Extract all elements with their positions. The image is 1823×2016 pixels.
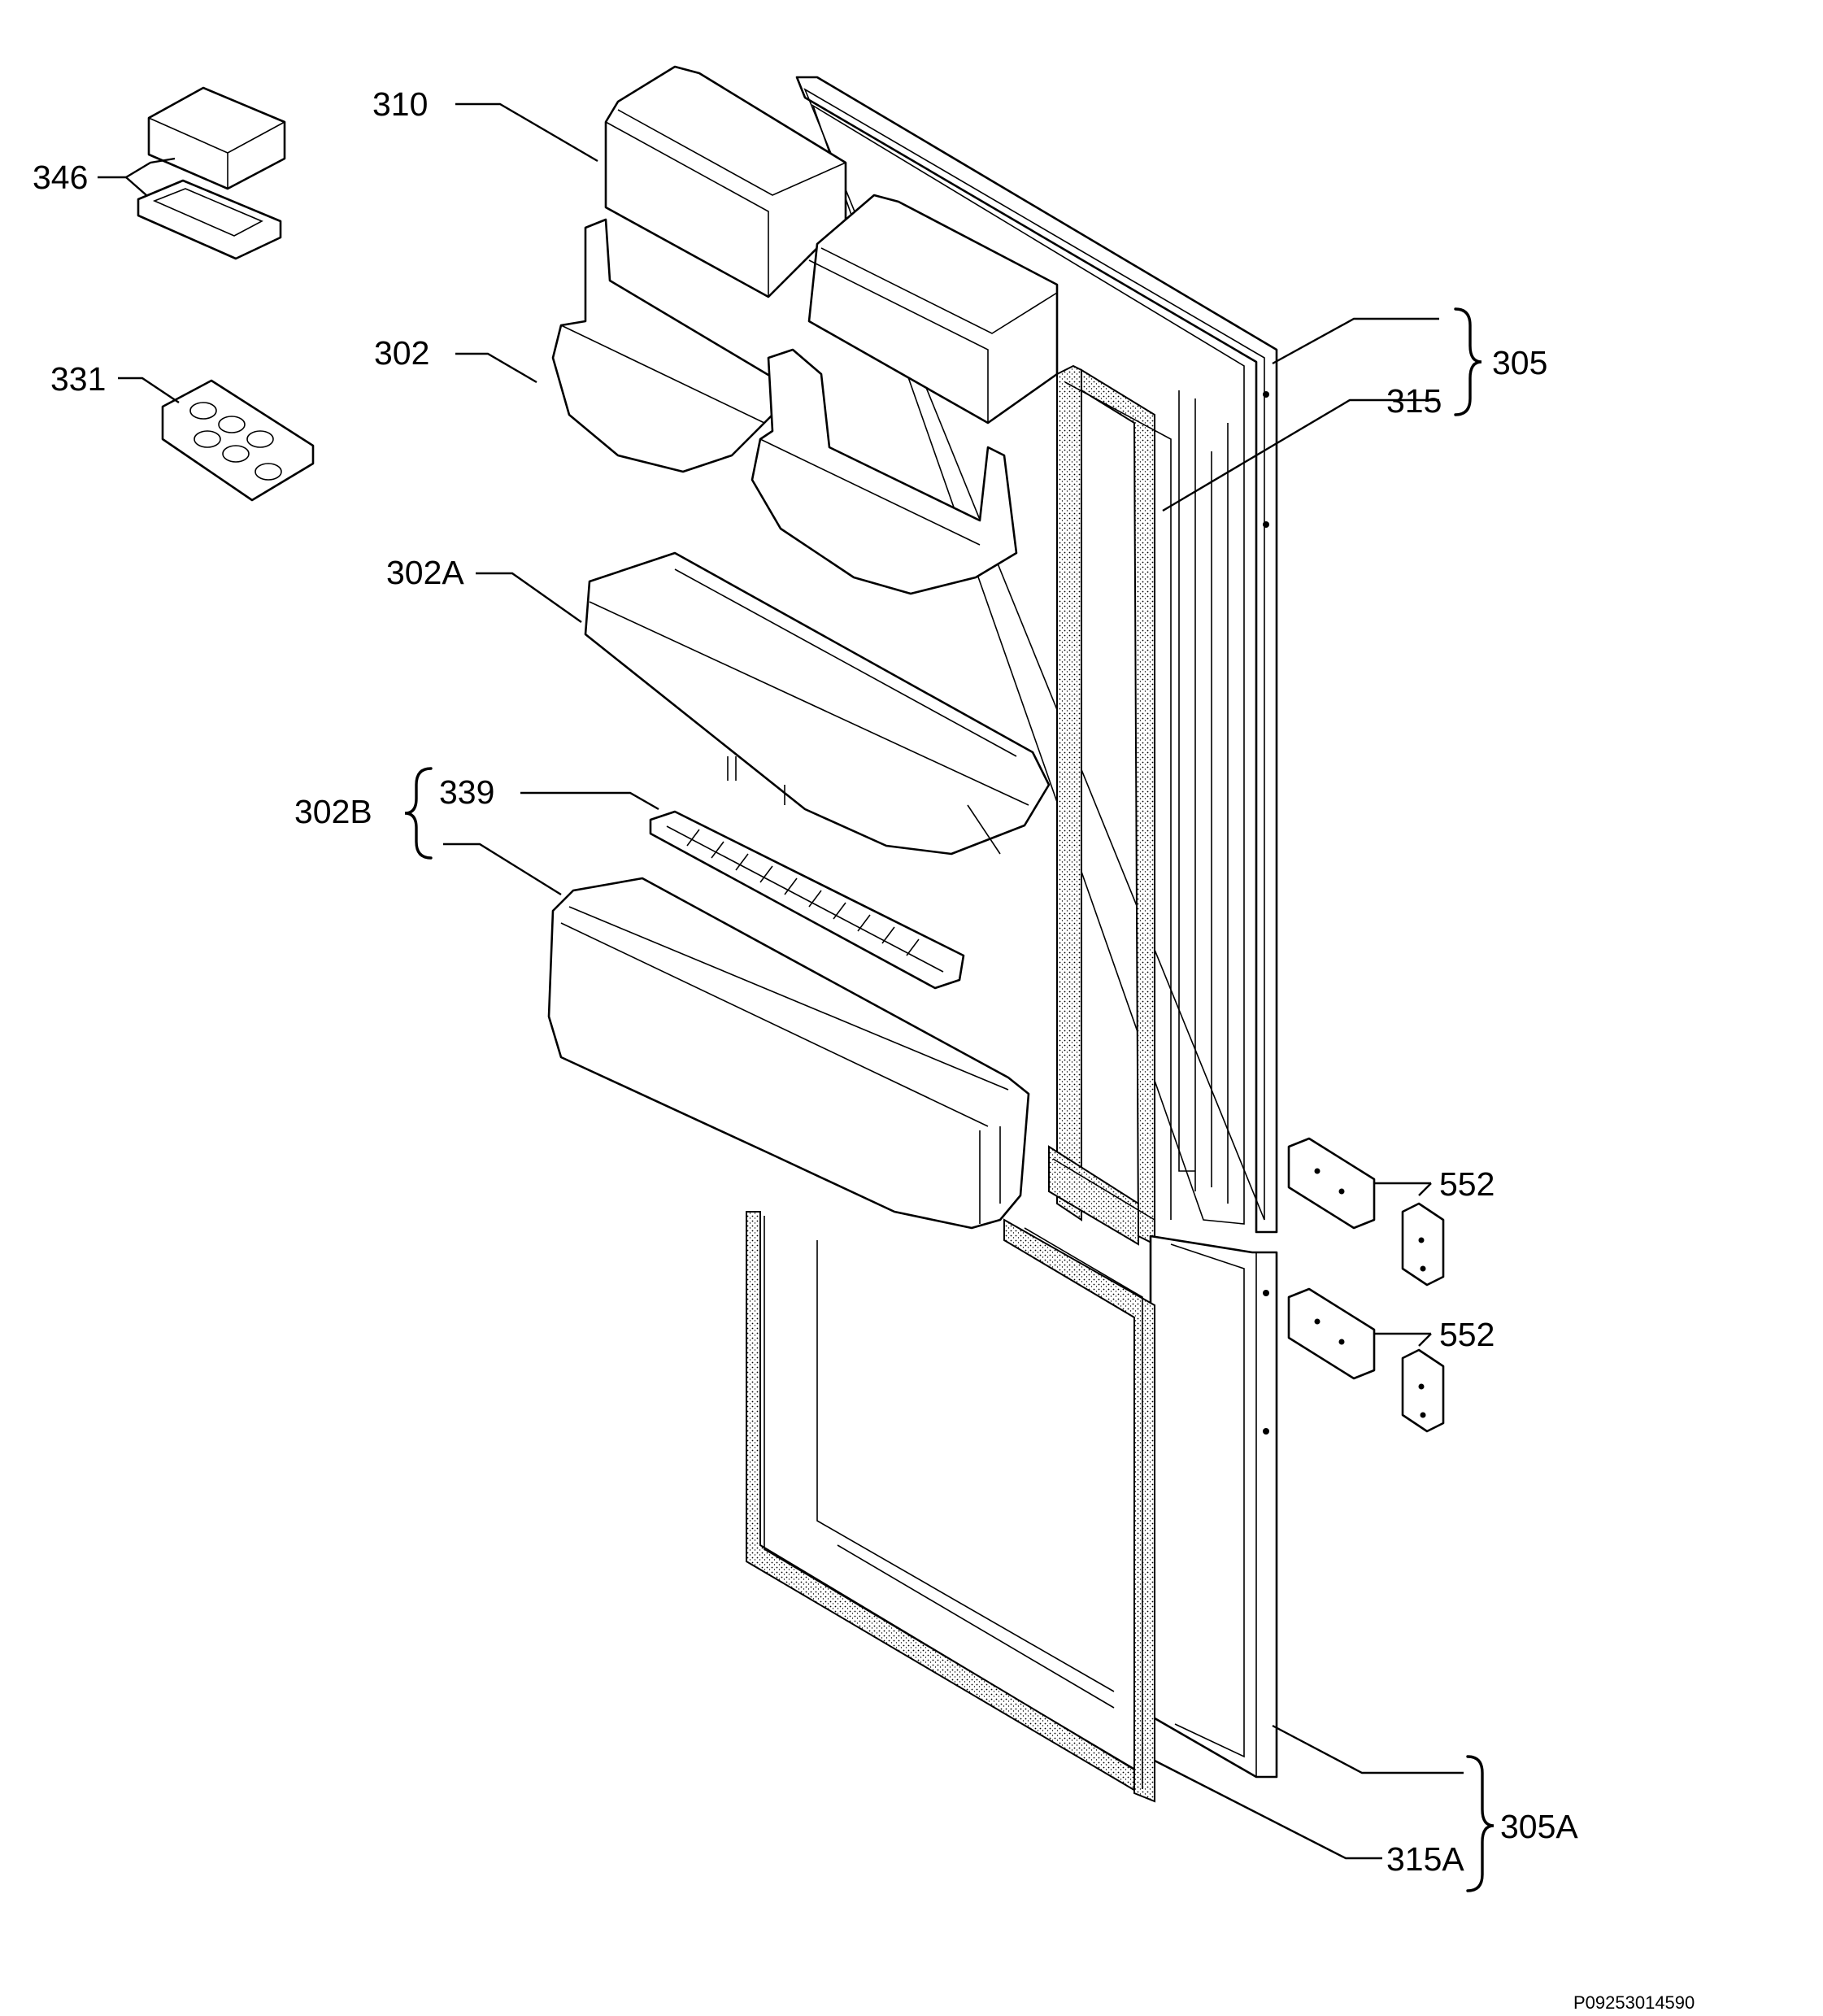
leader-lines [98, 102, 1464, 1860]
label-315: 315 [1386, 382, 1442, 420]
labels: 346 331 310 302 302A 302B 339 305 315 55… [33, 85, 1695, 2013]
brace-302b [404, 767, 433, 860]
gasket-315a [746, 1211, 1155, 1803]
part-339-bottle-rack [649, 810, 965, 990]
label-339: 339 [439, 773, 494, 811]
label-305: 305 [1492, 344, 1547, 381]
gasket-315 [1048, 364, 1172, 1246]
label-346: 346 [33, 159, 88, 196]
part-552-hinges-upper [1287, 1137, 1445, 1287]
label-302: 302 [374, 334, 429, 372]
part-346-box [137, 86, 286, 260]
brace-305 [1454, 307, 1482, 416]
part-552-hinges-lower [1287, 1287, 1445, 1433]
part-302b-balcony [547, 877, 1030, 1230]
part-302a-balcony [584, 551, 1051, 856]
upper-door-305 [795, 76, 1278, 1234]
part-302-balconies [551, 218, 1018, 595]
drawing-number: P09253014590 [1573, 1992, 1695, 2013]
label-315a: 315A [1386, 1840, 1464, 1878]
label-552-upper: 552 [1439, 1165, 1495, 1203]
lower-door-305a [1149, 1234, 1278, 1779]
part-331-egg-tray [161, 379, 315, 502]
label-331: 331 [50, 360, 106, 398]
part-310-covers [604, 65, 1059, 425]
label-305a: 305A [1500, 1808, 1578, 1845]
label-302b: 302B [294, 793, 372, 830]
label-552-lower: 552 [1439, 1316, 1495, 1353]
label-302a: 302A [386, 554, 464, 591]
label-310: 310 [372, 85, 428, 123]
brace-305a [1466, 1755, 1495, 1892]
